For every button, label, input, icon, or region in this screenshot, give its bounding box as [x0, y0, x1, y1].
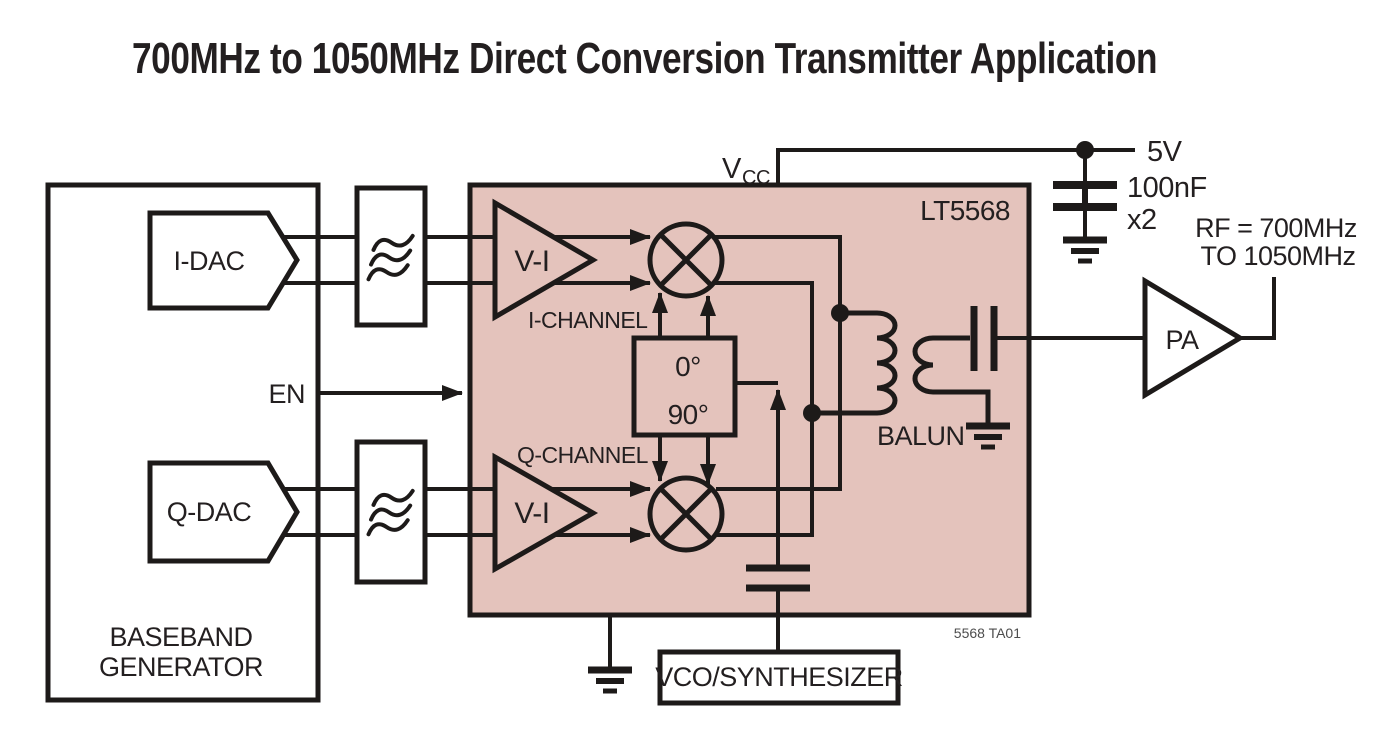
vcc-label: V CC: [722, 153, 770, 189]
q-dac-label: Q-DAC: [167, 497, 252, 527]
ground-symbol-bypass: [1063, 240, 1107, 261]
baseband-label-line2: GENERATOR: [99, 652, 263, 682]
balun-primary-coil: [812, 310, 898, 416]
i-lowpass-filter: [354, 185, 428, 328]
i-dac-block: I-DAC: [147, 210, 300, 311]
phase-shifter-box: 0° 90°: [631, 335, 738, 438]
vcc-label-main: V: [722, 153, 742, 185]
rf-freq-label-line1: RF = 700MHz: [1195, 213, 1357, 243]
balun-label: BALUN: [877, 421, 965, 451]
rf-output-wire: [1240, 277, 1276, 340]
i-dac-label: I-DAC: [174, 246, 245, 276]
bypass-cap-count-label: x2: [1127, 204, 1157, 236]
i-vi-amplifier: V-I: [492, 198, 598, 322]
enable-label: EN: [268, 379, 305, 409]
vco-label: VCO/SYNTHESIZER: [655, 662, 903, 692]
rf-freq-label-line2: TO 1050MHz: [1200, 241, 1355, 271]
q-mixer: [647, 475, 725, 553]
phase-0-label: 0°: [675, 351, 701, 382]
vco-synthesizer-box: VCO/SYNTHESIZER: [655, 649, 903, 706]
baseband-label-line1: BASEBAND: [109, 622, 252, 652]
q-dac-block: Q-DAC: [147, 460, 300, 564]
chip-part-number: LT5568: [920, 195, 1010, 226]
i-mixer: [647, 221, 725, 299]
filter-waves-icon: [366, 233, 415, 282]
ground-symbol-chip: [588, 670, 632, 691]
filter-waves-icon: [366, 488, 415, 537]
rail-voltage-label: 5V: [1147, 136, 1183, 168]
pa-label: PA: [1165, 325, 1199, 355]
i-channel-label: I-CHANNEL: [528, 307, 648, 333]
q-vi-label: V-I: [514, 497, 549, 530]
vcc-rail-wire: [776, 148, 1135, 185]
vcc-label-sub: CC: [742, 167, 770, 189]
q-lowpass-filter: [354, 439, 428, 585]
q-vi-amplifier: V-I: [492, 452, 599, 574]
pa-amplifier: PA: [1142, 276, 1245, 400]
footnote-label: 5568 TA01: [954, 625, 1021, 641]
i-vi-label: V-I: [514, 245, 549, 278]
q-channel-label: Q-CHANNEL: [517, 442, 649, 468]
bypass-cap-value-label: 100nF: [1127, 172, 1207, 204]
diagram-title: 700MHz to 1050MHz Direct Conversion Tran…: [132, 34, 1157, 83]
balun-secondary-coil: [912, 335, 991, 424]
phase-90-label: 90°: [668, 399, 709, 430]
